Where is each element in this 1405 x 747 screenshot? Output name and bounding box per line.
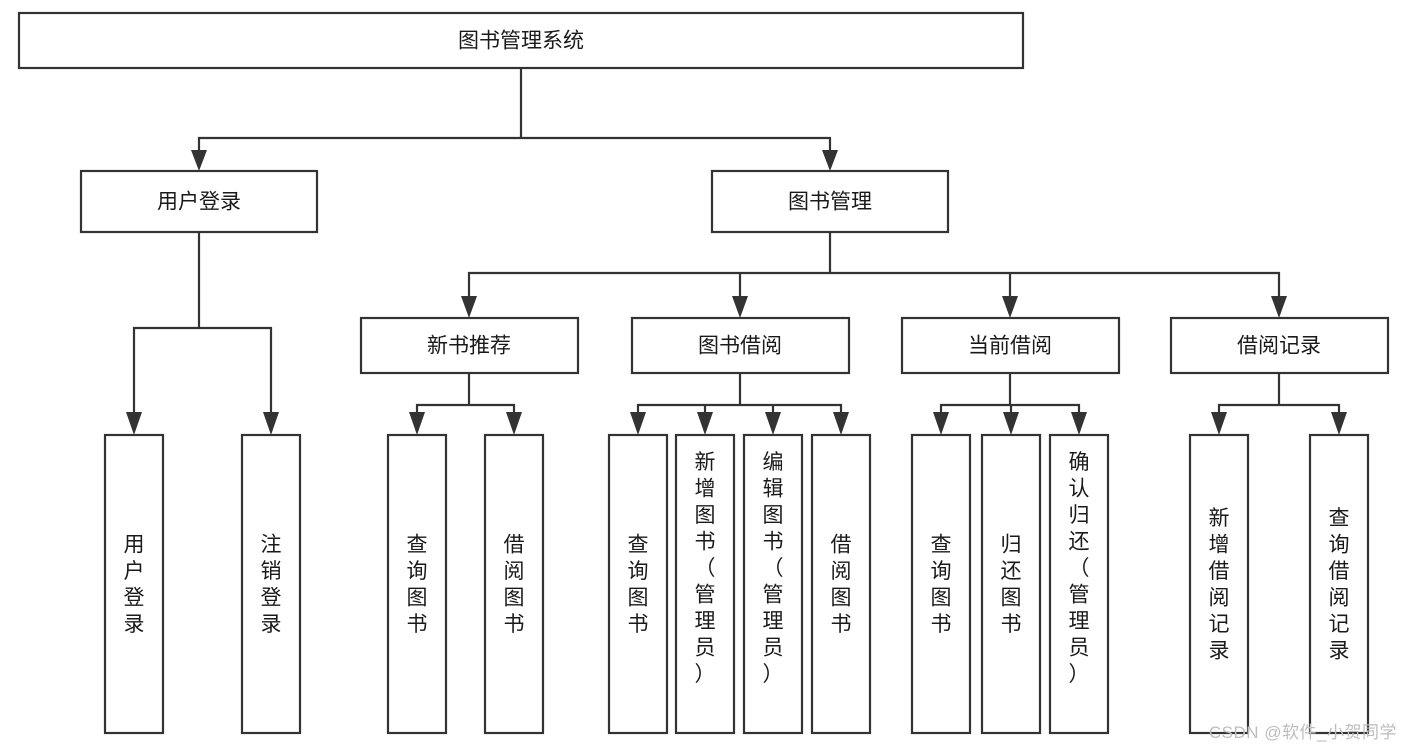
node-box[interactable] xyxy=(900,316,1121,375)
leaf-node-1[interactable]: 注销登录 xyxy=(240,433,302,735)
node-box[interactable] xyxy=(79,169,319,234)
leaf-node-4[interactable]: 查询图书 xyxy=(607,433,669,735)
arrow-icon xyxy=(630,412,646,435)
edge-bookmgmt-to-level3 xyxy=(461,230,1287,318)
node-box[interactable] xyxy=(742,433,804,735)
node-label: 注销登录 xyxy=(261,534,282,637)
arrow-icon xyxy=(506,412,522,435)
arrow-icon xyxy=(409,412,425,435)
arrow-icon xyxy=(1211,412,1227,435)
node-label: 用户登录 xyxy=(124,534,145,637)
leaf-node-6[interactable]: 编辑图书（管理员） xyxy=(742,433,804,735)
watermark: CSDN @软件_小贺同学 xyxy=(1208,723,1397,742)
node-box[interactable] xyxy=(910,433,972,735)
node-label: 归还图书 xyxy=(1001,534,1022,637)
node-label: 查询图书 xyxy=(931,534,952,637)
node-box[interactable] xyxy=(386,433,448,735)
leaf-node-5[interactable]: 新增图书（管理员） xyxy=(674,433,736,735)
arrow-icon xyxy=(822,150,838,171)
leaf-node-12[interactable]: 查询借阅记录 xyxy=(1308,433,1370,735)
arrow-icon xyxy=(1071,412,1087,435)
arrow-icon xyxy=(126,412,142,435)
node-box[interactable] xyxy=(240,433,302,735)
node-box[interactable] xyxy=(710,169,950,234)
node-label: 借阅图书 xyxy=(831,534,852,637)
leaf-node-8[interactable]: 查询图书 xyxy=(910,433,972,735)
node-box[interactable] xyxy=(674,433,736,735)
node-label: 查询图书 xyxy=(628,534,649,637)
node-level3-borrow-records[interactable]: 借阅记录 xyxy=(1169,316,1390,375)
leaf-node-10[interactable]: 确认归还（管理员） xyxy=(1048,433,1110,735)
node-label: 新增借阅记录 xyxy=(1209,507,1230,663)
node-box[interactable] xyxy=(630,316,851,375)
arrow-icon xyxy=(1003,412,1019,435)
arrow-icon xyxy=(765,412,781,435)
node-label: 借阅记录 xyxy=(1237,335,1321,358)
node-level3-new-book-recommend[interactable]: 新书推荐 xyxy=(359,316,580,375)
edge-root-to-level2 xyxy=(191,66,838,171)
node-level3-book-borrow[interactable]: 图书借阅 xyxy=(630,316,851,375)
node-box[interactable] xyxy=(1048,433,1110,735)
leaf-node-7[interactable]: 借阅图书 xyxy=(810,433,872,735)
node-box[interactable] xyxy=(607,433,669,735)
arrow-icon xyxy=(732,296,748,318)
arrow-icon xyxy=(833,412,849,435)
node-box[interactable] xyxy=(1188,433,1250,735)
node-box[interactable] xyxy=(1308,433,1370,735)
arrow-icon xyxy=(191,150,207,171)
connectors-layer xyxy=(126,66,1347,435)
edge-current-to-leaves xyxy=(933,371,1087,435)
node-label: 查询图书 xyxy=(407,534,428,637)
edge-borrow-to-leaves xyxy=(630,371,849,435)
leaf-node-3[interactable]: 借阅图书 xyxy=(483,433,545,735)
node-root[interactable]: 图书管理系统 xyxy=(17,11,1025,70)
node-label: 用户登录 xyxy=(157,191,241,214)
node-box[interactable] xyxy=(810,433,872,735)
node-label: 图书借阅 xyxy=(698,335,782,358)
node-box[interactable] xyxy=(359,316,580,375)
node-label: 图书管理 xyxy=(788,191,872,214)
leaf-node-9[interactable]: 归还图书 xyxy=(980,433,1042,735)
arrow-icon xyxy=(933,412,949,435)
leaf-nodes-layer: 用户登录 注销登录 查询图书 借阅图书 查询图书 新增图书（管理员） 编辑图书（管理员） 借阅… xyxy=(103,433,1370,735)
arrow-icon xyxy=(461,296,477,318)
node-label: 新增图书（管理员） xyxy=(695,451,716,686)
arrow-icon xyxy=(1331,412,1347,435)
node-label: 查询借阅记录 xyxy=(1329,507,1350,663)
node-root-box[interactable] xyxy=(17,11,1025,70)
leaf-node-2[interactable]: 查询图书 xyxy=(386,433,448,735)
node-level2-book-management[interactable]: 图书管理 xyxy=(710,169,950,234)
node-box[interactable] xyxy=(1169,316,1390,375)
edge-newbook-to-leaves xyxy=(409,371,522,435)
node-label: 新书推荐 xyxy=(427,335,511,358)
arrow-icon xyxy=(697,412,713,435)
arrow-icon xyxy=(1271,296,1287,318)
leaf-node-11[interactable]: 新增借阅记录 xyxy=(1188,433,1250,735)
node-box[interactable] xyxy=(103,433,165,735)
edge-userlogin-to-leaves xyxy=(126,230,279,435)
edge-records-to-leaves xyxy=(1211,371,1347,435)
leaf-node-0[interactable]: 用户登录 xyxy=(103,433,165,735)
node-root-label: 图书管理系统 xyxy=(458,30,584,53)
node-label: 编辑图书（管理员） xyxy=(763,451,784,686)
node-level2-user-login[interactable]: 用户登录 xyxy=(79,169,319,234)
node-box[interactable] xyxy=(483,433,545,735)
arrow-icon xyxy=(1002,296,1018,318)
arrow-icon xyxy=(263,412,279,435)
node-label: 确认归还（管理员） xyxy=(1069,451,1090,686)
node-box[interactable] xyxy=(980,433,1042,735)
node-label: 借阅图书 xyxy=(504,534,525,637)
node-level3-current-borrow[interactable]: 当前借阅 xyxy=(900,316,1121,375)
node-label: 当前借阅 xyxy=(968,335,1052,358)
